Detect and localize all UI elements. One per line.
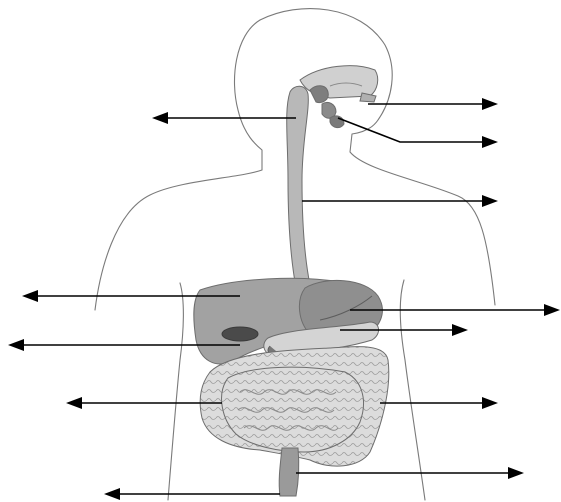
small-intestine xyxy=(222,367,364,452)
arrow-1 xyxy=(152,112,296,124)
arrow-9 xyxy=(66,397,222,409)
arrow-2 xyxy=(368,98,498,110)
arrow-12 xyxy=(104,488,280,500)
arrow-11 xyxy=(296,467,524,479)
arrow-4 xyxy=(302,195,498,207)
arrow-10 xyxy=(380,397,498,409)
oral-cavity xyxy=(300,66,378,102)
esophagus xyxy=(287,86,310,288)
gallbladder xyxy=(222,327,258,341)
tongue-tip xyxy=(360,93,376,102)
arrow-3 xyxy=(338,118,498,148)
rectum xyxy=(279,448,299,496)
